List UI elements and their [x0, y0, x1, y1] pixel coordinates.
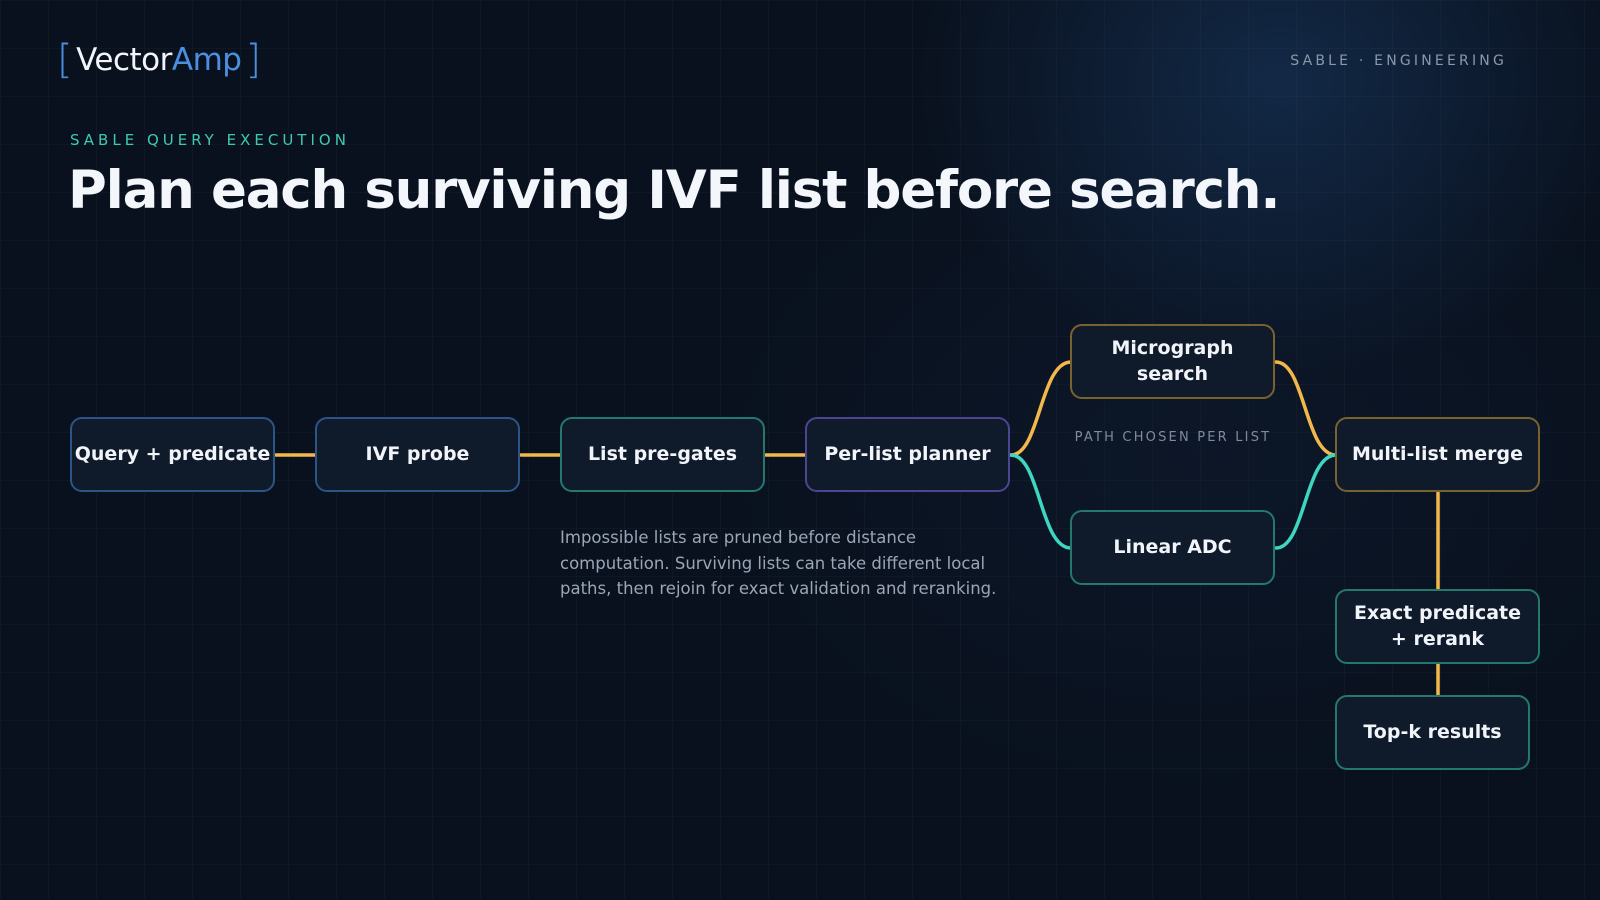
node-multi-list-merge-label: Multi-list merge	[1352, 442, 1523, 465]
logo-word-vector: Vector	[76, 42, 172, 78]
logo-word-amp: Amp	[171, 42, 242, 78]
node-exact-predicate-rerank-label: Exact predicate + rerank	[1353, 601, 1522, 650]
pruning-note: Impossible lists are pruned before dista…	[560, 528, 997, 599]
node-per-list-planner-label: Per-list planner	[824, 442, 991, 465]
vectoramp-logo: [ Vector Amp ]	[57, 38, 261, 82]
node-micrograph-search-label: Micrograph search	[1111, 336, 1234, 385]
logo-open-bracket: [	[57, 37, 73, 83]
node-query-predicate-label: Query + predicate	[74, 442, 271, 465]
connector-micrograph-to-merge	[1274, 360, 1338, 457]
eyebrow-label: SABLE QUERY EXECUTION	[70, 131, 350, 149]
connector-planner-to-micrograph	[1009, 360, 1073, 457]
brand-tag: SABLE · ENGINEERING	[1290, 53, 1507, 69]
node-top-k-results: Top-k results	[1335, 695, 1530, 770]
node-list-pregates: List pre-gates	[560, 417, 765, 492]
connector-planner-to-linear-adc	[1009, 453, 1073, 550]
node-list-pregates-label: List pre-gates	[587, 442, 738, 465]
page-title: Plan each surviving IVF list before sear…	[68, 160, 1280, 221]
node-query-predicate: Query + predicate	[70, 417, 275, 492]
node-exact-predicate-rerank: Exact predicate + rerank	[1335, 589, 1540, 664]
node-ivf-probe: IVF probe	[315, 417, 520, 492]
connector-linear-adc-to-merge	[1274, 453, 1338, 550]
node-linear-adc: Linear ADC	[1070, 510, 1275, 585]
path-chosen-label: PATH CHOSEN PER LIST	[1074, 430, 1272, 445]
node-micrograph-search: Micrograph search	[1070, 324, 1275, 399]
node-per-list-planner: Per-list planner	[805, 417, 1010, 492]
node-linear-adc-label: Linear ADC	[1113, 535, 1232, 558]
node-ivf-probe-label: IVF probe	[365, 442, 470, 465]
node-top-k-results-label: Top-k results	[1363, 720, 1502, 743]
logo-close-bracket: ]	[245, 37, 262, 83]
node-multi-list-merge: Multi-list merge	[1335, 417, 1540, 492]
